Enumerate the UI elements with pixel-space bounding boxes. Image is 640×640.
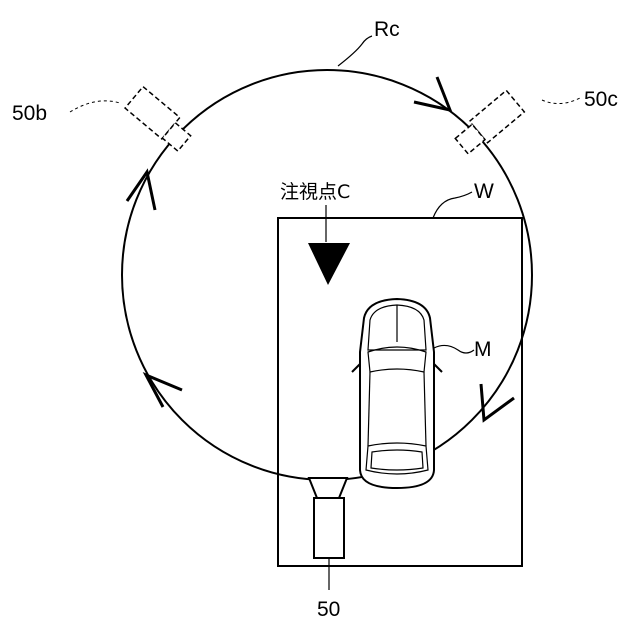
- label-50c: 50c: [584, 88, 618, 111]
- label-50: 50: [317, 598, 340, 621]
- label-50b: 50b: [12, 102, 47, 125]
- leader-50c: [542, 98, 580, 104]
- orbit-arrow-top-right: [414, 77, 450, 110]
- leader-w: [433, 192, 472, 218]
- leader-50b: [70, 101, 120, 112]
- label-gaze-point: 注視点C: [280, 181, 350, 203]
- camera-50c-dashed: [453, 90, 525, 156]
- gaze-point-marker: [308, 243, 350, 285]
- vehicle-m: [352, 299, 442, 488]
- camera-50: [309, 478, 347, 558]
- label-w: W: [474, 180, 494, 203]
- camera-50b-dashed: [125, 87, 195, 152]
- leader-m: [434, 345, 474, 353]
- leader-rc: [338, 36, 372, 66]
- label-rc: Rc: [374, 18, 400, 41]
- label-m: M: [474, 338, 492, 361]
